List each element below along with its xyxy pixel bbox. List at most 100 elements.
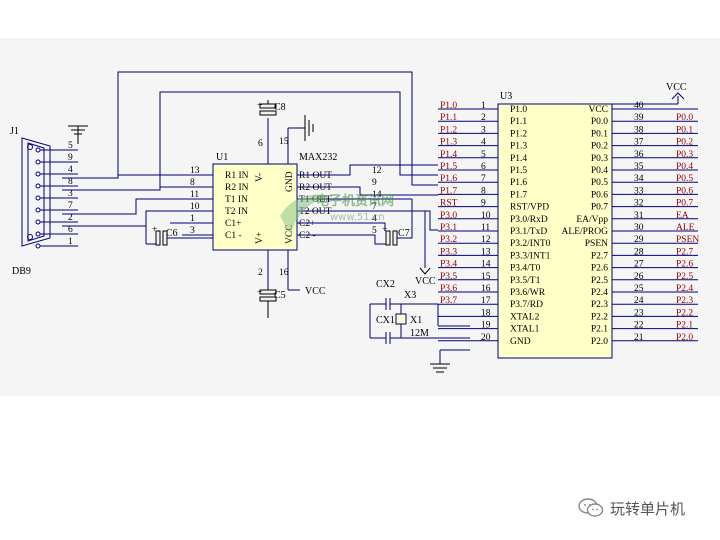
mcu-right-pin-name: P0.1 — [591, 129, 608, 139]
mcu-left-pin-name: P3.0/RxD — [510, 215, 548, 225]
x1-label: X1 — [410, 315, 422, 326]
mcu-right-pin-number: 40 — [634, 101, 644, 111]
watermark-line2: www.51.cn — [330, 212, 385, 223]
db9-shell — [21, 137, 51, 247]
mcu-body — [497, 103, 613, 359]
mcu-left-pin-name: P1.0 — [510, 105, 527, 115]
wechat-icon — [578, 498, 604, 517]
max232-left-label: R2 IN — [225, 183, 249, 193]
max232-right-pin-12: 12 — [372, 166, 382, 176]
max232-body — [212, 163, 298, 251]
mcu-left-net-label: P1.2 — [440, 125, 457, 135]
mcu-left-pin-number: 7 — [481, 174, 486, 184]
mcu-left-pin-name: P1.5 — [510, 166, 527, 176]
max232-right-label: C2 - — [299, 231, 316, 241]
db9-pin-number: 6 — [68, 225, 73, 235]
mcu-left-pin-number: 16 — [481, 284, 491, 294]
mcu-right-pin-name: EA/Vpp — [576, 215, 608, 225]
mcu-right-net-label: P0.3 — [676, 150, 693, 160]
c6-plus: + — [152, 225, 157, 235]
mcu-right-pin-name: P0.7 — [591, 203, 608, 213]
mcu-right-net-label: P0.0 — [676, 113, 693, 123]
mcu-left-pin-number: 4 — [481, 138, 486, 148]
mcu-right-pin-name: P2.3 — [591, 300, 608, 310]
mcu-right-net-label: P0.6 — [676, 186, 693, 196]
mcu-left-net-label: P1.4 — [440, 150, 457, 160]
db9-pin-number: 3 — [68, 189, 73, 199]
mcu-left-net-label: P3.0 — [440, 211, 457, 221]
mcu-right-net-label: ALE — [676, 223, 695, 233]
db9-pin-number: 2 — [68, 213, 73, 223]
mcu-right-pin-number: 35 — [634, 162, 644, 172]
mcu-right-pin-number: 38 — [634, 125, 644, 135]
mcu-left-net-label: P1.7 — [440, 186, 457, 196]
max232-part: MAX232 — [299, 152, 337, 163]
mcu-left-net-label: P3.3 — [440, 247, 457, 257]
mcu-right-pin-number: 24 — [634, 296, 644, 306]
db9-pin-number: 1 — [68, 237, 73, 247]
mcu-left-pin-name: RST/VPD — [510, 203, 549, 213]
mcu-left-pin-number: 3 — [481, 125, 486, 135]
mcu-right-net-label: P0.5 — [676, 174, 693, 184]
mcu-left-net-label: P3.5 — [440, 272, 457, 282]
max232-pin-16: 16 — [279, 268, 289, 278]
max232-left-label: C1 - — [225, 231, 242, 241]
max232-left-pin: 8 — [190, 178, 195, 188]
mcu-right-pin-number: 37 — [634, 138, 644, 148]
mcu-left-pin-name: P3.1/TxD — [510, 227, 547, 237]
mcu-right-net-label: EA — [676, 211, 689, 221]
mcu-right-pin-name: P2.1 — [591, 325, 608, 335]
db9-connector — [21, 137, 51, 247]
mcu-left-net-label: P1.6 — [440, 174, 457, 184]
db9-pin-dot — [35, 219, 41, 225]
max232-left-pin: 11 — [190, 190, 199, 200]
mcu-right-pin-name: P2.2 — [591, 312, 608, 322]
db9-pin-dot — [35, 183, 41, 189]
db9-pin-dot — [35, 195, 41, 201]
mcu-right-pin-number: 23 — [634, 308, 644, 318]
mcu-right-pin-number: 30 — [634, 223, 644, 233]
c5-label: C5 — [274, 290, 286, 301]
mcu-left-pin-name: P1.7 — [510, 190, 527, 200]
mcu-left-pin-number: 2 — [481, 113, 486, 123]
footer-brand: 玩转单片机 — [578, 497, 685, 519]
max232-pin-6: 6 — [258, 139, 263, 149]
watermark-logo-icon — [280, 194, 330, 234]
db9-pin-dot — [35, 147, 41, 153]
mcu-left-pin-number: 11 — [481, 223, 490, 233]
xtal-value: 12M — [410, 328, 429, 339]
mcu-left-pin-number: 17 — [481, 296, 491, 306]
max232-vminus: V- — [255, 173, 265, 182]
mcu-left-net-label: P3.1 — [440, 223, 457, 233]
db9-pin-dot — [35, 159, 41, 165]
mcu-left-pin-number: 18 — [481, 308, 491, 318]
mcu-right-pin-number: 28 — [634, 247, 644, 257]
capacitor-c8 — [259, 100, 277, 116]
mcu-right-pin-name: P2.4 — [591, 288, 608, 298]
vcc-net-top — [612, 92, 685, 105]
mcu-left-pin-name: P3.5/T1 — [510, 276, 541, 286]
j1-ref: J1 — [10, 126, 19, 137]
mcu-right-net-label: P2.1 — [676, 321, 693, 331]
mcu-right-net-label: P2.2 — [676, 308, 693, 318]
footer-text: 玩转单片机 — [610, 499, 686, 518]
c8-plus: + — [257, 101, 262, 111]
mcu-right-pin-number: 27 — [634, 260, 644, 270]
mcu-right-net-label: PSEN — [676, 235, 699, 245]
mcu-right-net-label: P0.1 — [676, 125, 693, 135]
mcu-left-pin-name: GND — [510, 337, 531, 347]
mcu-left-pin-name: P3.4/T0 — [510, 264, 541, 274]
mcu-right-pin-number: 31 — [634, 211, 644, 221]
max232-right-pin: 5 — [372, 226, 377, 236]
db9-pin-number: 8 — [68, 177, 73, 187]
mcu-right-pin-number: 32 — [634, 199, 644, 209]
db9-shell-inner — [27, 142, 45, 242]
mcu-right-pin-number: 39 — [634, 113, 644, 123]
mcu-right-pin-name: P0.0 — [591, 117, 608, 127]
mcu-left-pin-number: 14 — [481, 260, 491, 270]
max232-pin-15: 15 — [279, 137, 289, 147]
mcu-right-net-label: P0.4 — [676, 162, 693, 172]
mcu-right-net-label: P2.6 — [676, 260, 693, 270]
